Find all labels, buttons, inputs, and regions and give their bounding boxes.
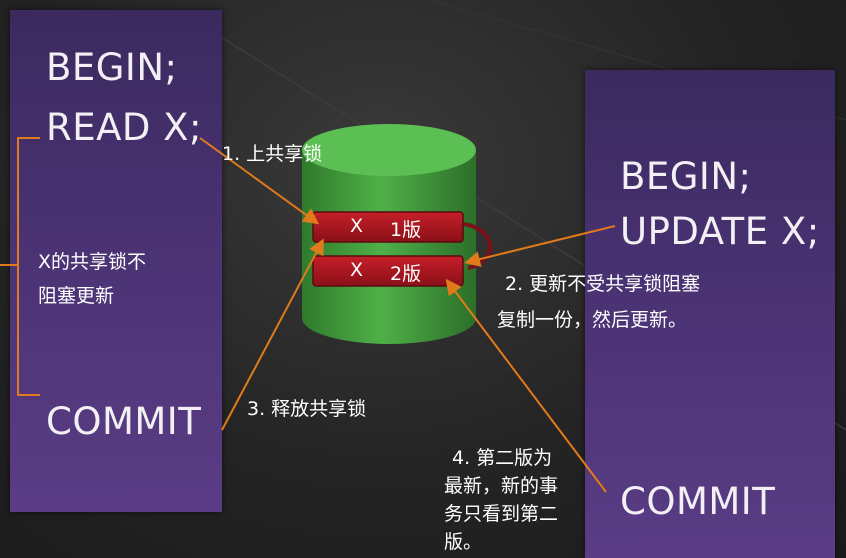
row2-version: 2版 (390, 263, 422, 285)
step4-line2: 最新，新的事 (444, 475, 559, 497)
right-commit-statement: COMMIT (620, 480, 776, 523)
step3-label: 3. 释放共享锁 (247, 398, 367, 420)
row-version-1 (312, 211, 464, 243)
step4-line3: 务只看到第二 (444, 503, 559, 525)
row1-version: 1版 (390, 219, 422, 241)
step2-line2: 复制一份，然后更新。 (497, 309, 688, 331)
row-version-2 (312, 255, 464, 287)
left-note-line1: X的共享锁不 (38, 251, 147, 273)
right-update-statement: UPDATE X; (620, 210, 820, 253)
right-begin-statement: BEGIN; (620, 155, 752, 198)
arrow-step1 (199, 137, 320, 225)
left-commit-statement: COMMIT (46, 400, 202, 443)
row2-name: X (350, 259, 364, 281)
step4-line4: 版。 (444, 531, 483, 553)
left-bracket (17, 137, 40, 396)
left-note-line2: 阻塞更新 (38, 285, 115, 307)
arrow-step4 (445, 278, 607, 493)
arrow-step3 (221, 238, 324, 431)
left-begin-statement: BEGIN; (46, 46, 178, 89)
step4-line1: 4. 第二版为 (452, 447, 553, 469)
row1-name: X (350, 215, 364, 237)
left-read-statement: READ X; (46, 106, 202, 149)
database-cylinder (302, 124, 476, 344)
step1-label: 1. 上共享锁 (222, 143, 323, 165)
step2-line1: 2. 更新不受共享锁阻塞 (505, 273, 701, 295)
left-transaction-panel (10, 10, 222, 512)
arrow-step2 (464, 225, 616, 267)
right-transaction-panel (585, 70, 835, 558)
